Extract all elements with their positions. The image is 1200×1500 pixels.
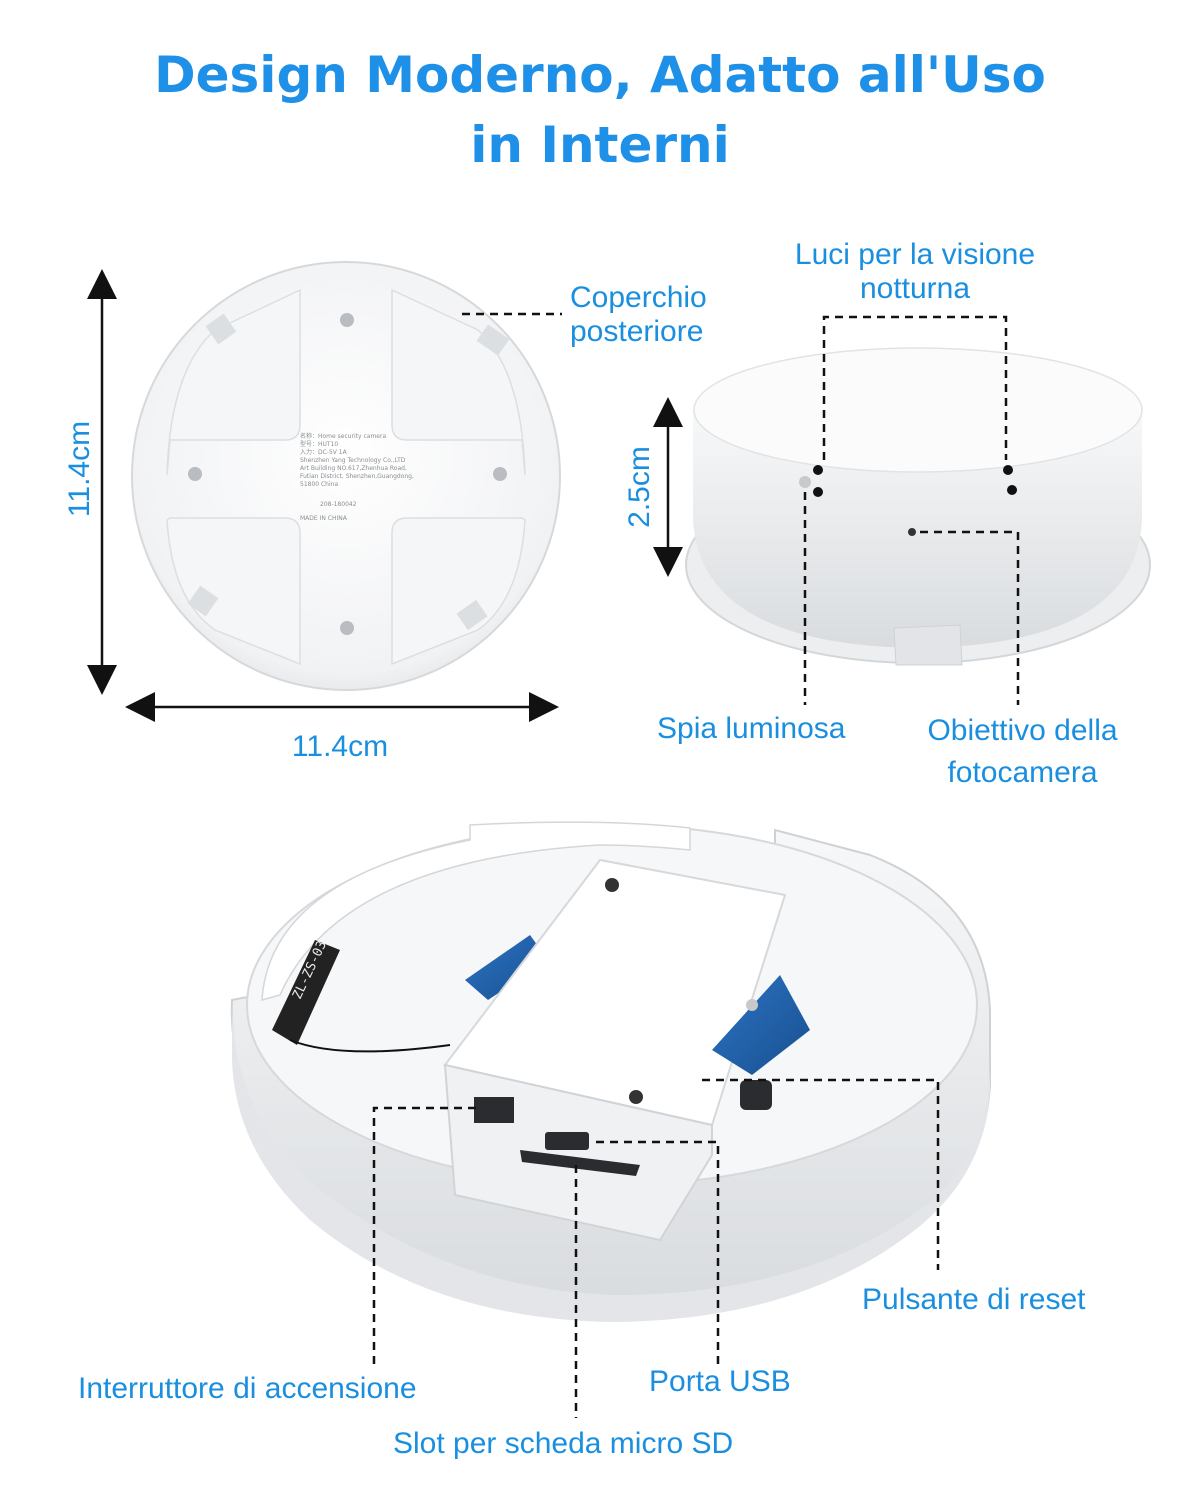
ir-led-right-1 (1003, 465, 1013, 475)
back-cover-label: Coperchio posteriore (570, 281, 707, 349)
back-cover-disc (131, 261, 561, 691)
clip-bottom-right (456, 599, 488, 631)
lens-leader (920, 530, 1020, 705)
device-body (693, 410, 1142, 648)
depth-dimension-label: 2.5cm (623, 446, 656, 528)
reset-button (740, 1080, 772, 1110)
box-screw-top (605, 878, 619, 892)
indicator-light (799, 476, 811, 488)
open-device: ZL-ZS-03 (230, 821, 991, 1322)
device-top (693, 347, 1143, 473)
clip-top-right (476, 324, 510, 356)
lens-label: Obiettivo della fotocamera (910, 710, 1135, 794)
title-line-2: in Interni (470, 116, 730, 174)
ir-led-left-1 (813, 465, 823, 475)
power-switch-leader (372, 1106, 476, 1368)
print-line-4: Shenzhen Yang Technology Co.,LTD (300, 457, 406, 464)
quadrant-top-right (391, 288, 526, 476)
print-line-1: 名称：Home security camera (300, 433, 387, 440)
device-side-view (685, 347, 1151, 666)
back-cover-label-line-2: posteriore (570, 315, 704, 348)
quadrant-bottom-right (391, 517, 526, 666)
power-switch-label: Interruttore di accensione (78, 1372, 417, 1405)
reset-label: Pulsante di reset (862, 1283, 1086, 1316)
rim-top (261, 821, 691, 1002)
back-cover-label-line-1: Coperchio (570, 281, 707, 314)
usb-label: Porta USB (649, 1365, 791, 1398)
print-line-7: 51800 China (300, 481, 339, 488)
lens-label-line-2: fotocamera (947, 756, 1098, 789)
lens-label-line-1: Obiettivo della (927, 714, 1118, 747)
ir-led-right-2 (1007, 485, 1017, 495)
print-line-6: Futian District, Shenzhen,Guangdong, (300, 473, 414, 480)
back-cover-print: 名称：Home security camera 型号：HUT10 入力：DC-5… (300, 433, 460, 523)
box-screw-front (629, 1090, 643, 1104)
sd-slot (520, 1150, 640, 1176)
night-lights-label-line-2: notturna (859, 272, 971, 305)
page-title: Design Moderno, Adatto all'Uso in Intern… (0, 40, 1200, 180)
height-dimension-label: 11.4cm (63, 420, 96, 518)
print-line-2: 型号：HUT10 (300, 441, 339, 448)
camera-lens (908, 528, 916, 536)
pcb-left (465, 935, 548, 1000)
pcb-sensor (746, 999, 758, 1011)
title-line-1: Design Moderno, Adatto all'Uso (154, 46, 1046, 104)
night-lights-leader (822, 315, 1008, 460)
print-line-5: Art Building NO.617,Zhenhua Road, (300, 465, 407, 472)
print-line-9: MADE IN CHINA (300, 515, 347, 522)
clip-top-left (205, 313, 237, 345)
clip-bottom-left (187, 585, 219, 617)
usb-leader (596, 1140, 720, 1368)
sd-slot-label: Slot per scheda micro SD (393, 1427, 734, 1460)
power-switch (474, 1097, 514, 1123)
quadrant-bottom-left (166, 517, 301, 666)
night-lights-label-line-1: Luci per la visione (794, 238, 1036, 271)
device-notch (893, 624, 963, 666)
print-line-3: 入力：DC-5V 1A (300, 449, 347, 456)
ir-led-left-2 (813, 487, 823, 497)
screw-hole-top (340, 313, 354, 327)
screw-hole-bottom (340, 621, 354, 635)
night-lights-label: Luci per la visione notturna (760, 238, 1070, 306)
screw-hole-left (188, 467, 202, 481)
antenna (272, 940, 340, 1045)
usb-port (545, 1132, 589, 1150)
pcb-right (712, 975, 810, 1075)
width-dimension-label: 11.4cm (291, 730, 389, 763)
screw-hole-right (493, 467, 507, 481)
print-line-8: 208-180042 (320, 501, 357, 508)
antenna-wire (289, 1039, 451, 1053)
indicator-label: Spia luminosa (657, 712, 846, 745)
